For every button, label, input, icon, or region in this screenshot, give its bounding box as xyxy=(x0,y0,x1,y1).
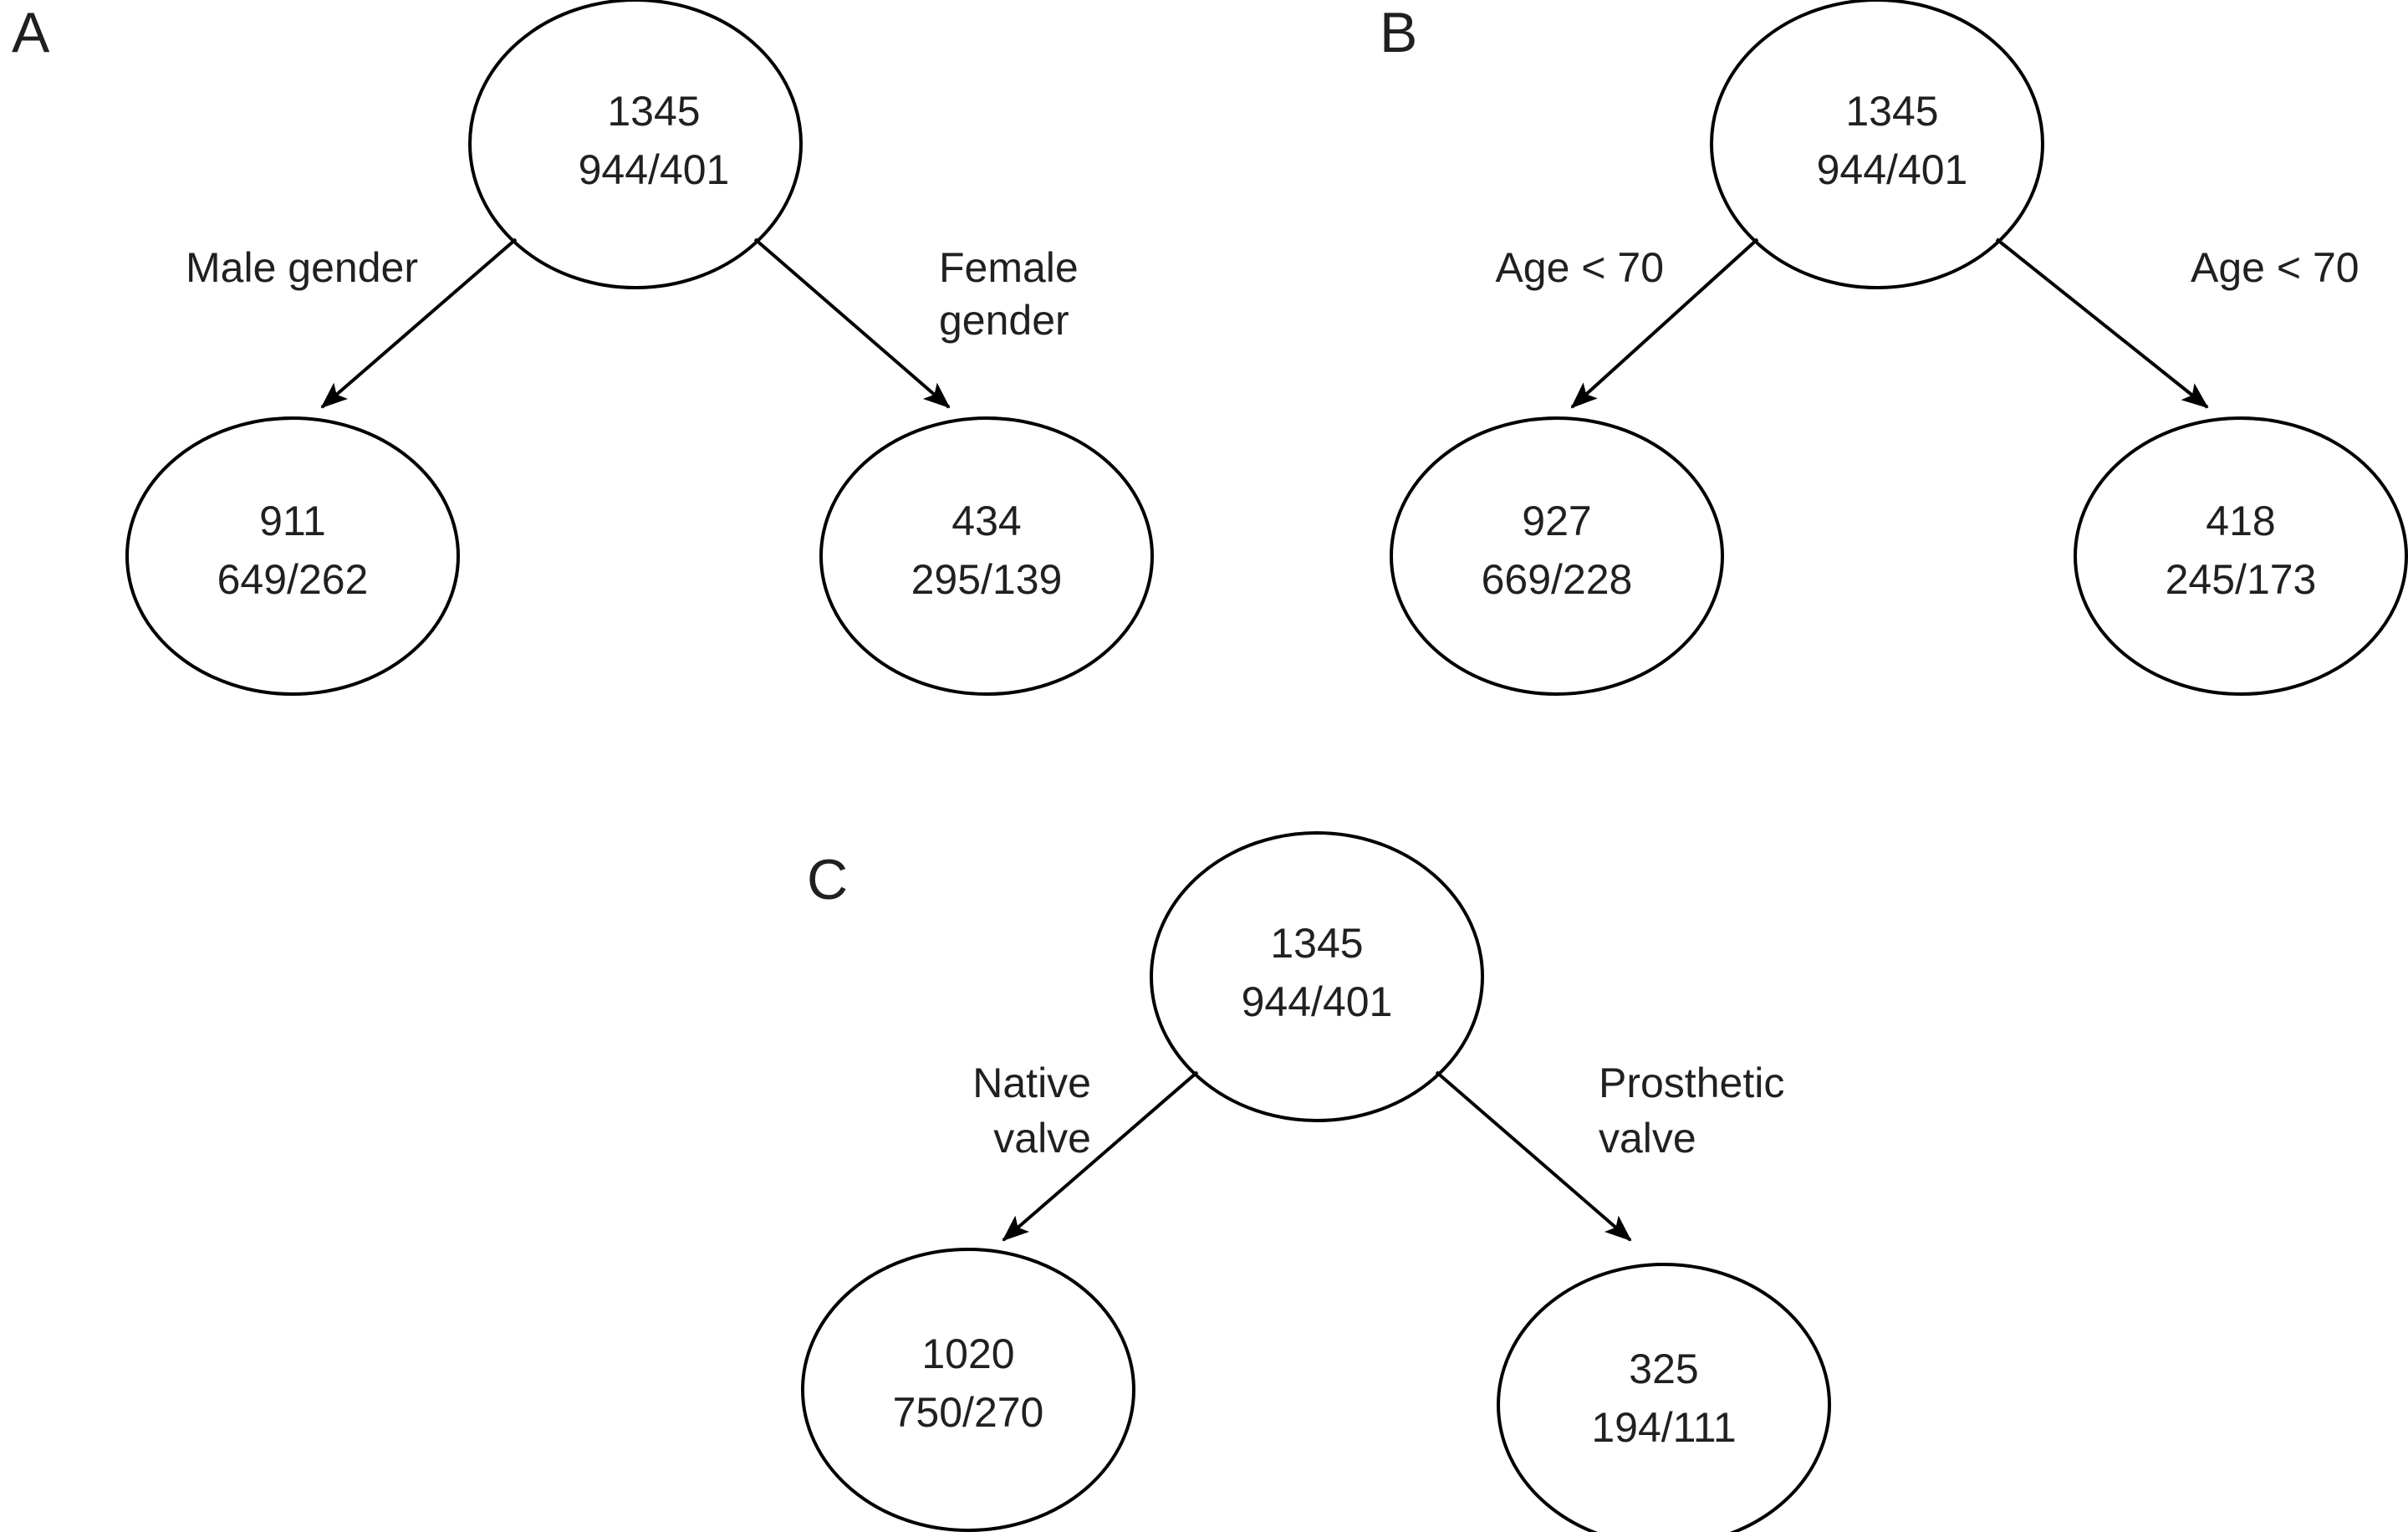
panel-c-right-edge-label-line2: valve xyxy=(1599,1115,1696,1162)
panel-b-root-node[interactable]: 1345 944/401 xyxy=(1710,0,2044,289)
node-ellipse xyxy=(819,416,1154,696)
panel-a-right-edge xyxy=(753,237,951,409)
panel-c-left-child-node[interactable]: 1020 750/270 xyxy=(801,1248,1135,1532)
node-split: 669/228 xyxy=(1482,556,1633,603)
panel-b-left-edge xyxy=(1570,237,1759,409)
panel-letter-c: C xyxy=(807,848,848,912)
node-ellipse xyxy=(468,0,803,289)
panel-letter-b: B xyxy=(1380,1,1417,64)
node-ellipse xyxy=(801,1248,1135,1532)
node-ellipse xyxy=(1497,1263,1831,1532)
node-ellipse xyxy=(1390,416,1724,696)
panel-c: C 1345 944/401 Native valve Prosthetic v… xyxy=(801,831,1831,1532)
panel-c-left-edge xyxy=(1002,1070,1199,1242)
panel-c-right-edge-label-line1: Prosthetic xyxy=(1599,1060,1784,1106)
node-count: 325 xyxy=(1629,1346,1698,1392)
node-split: 245/173 xyxy=(2166,556,2317,603)
node-split: 295/139 xyxy=(911,556,1063,603)
node-count: 1345 xyxy=(607,88,700,135)
node-split: 194/111 xyxy=(1591,1404,1736,1451)
node-ellipse xyxy=(1710,0,2044,289)
panel-a-left-edge xyxy=(320,237,518,409)
panel-c-left-edge-label-line2: valve xyxy=(993,1115,1091,1162)
node-count: 927 xyxy=(1522,498,1591,544)
node-split: 944/401 xyxy=(579,146,730,193)
node-ellipse xyxy=(125,416,460,696)
panel-c-right-edge xyxy=(1435,1070,1632,1242)
panel-a: A 1345 944/401 Male gender Female gender… xyxy=(12,0,1154,696)
panel-b-right-edge-label: Age < 70 xyxy=(2191,244,2360,291)
node-split: 649/262 xyxy=(217,556,369,603)
node-count: 418 xyxy=(2206,498,2275,544)
node-count: 911 xyxy=(259,498,326,544)
panel-c-right-child-node[interactable]: 325 194/111 xyxy=(1497,1263,1831,1532)
panel-b-left-child-node[interactable]: 927 669/228 xyxy=(1390,416,1724,696)
node-ellipse xyxy=(1150,831,1484,1122)
node-ellipse xyxy=(2074,416,2408,696)
node-split: 750/270 xyxy=(893,1389,1044,1436)
panel-letter-a: A xyxy=(12,1,50,64)
panel-b: B 1345 944/401 Age < 70 Age < 70 927 669… xyxy=(1380,0,2408,696)
panel-a-right-child-node[interactable]: 434 295/139 xyxy=(819,416,1154,696)
panel-a-root-node[interactable]: 1345 944/401 xyxy=(468,0,803,289)
node-count: 434 xyxy=(951,498,1021,544)
panel-c-root-node[interactable]: 1345 944/401 xyxy=(1150,831,1484,1122)
node-split: 944/401 xyxy=(1817,146,1968,193)
panel-a-right-edge-label-line2: gender xyxy=(939,297,1069,344)
panel-c-left-edge-label-line1: Native xyxy=(972,1060,1091,1106)
node-count: 1345 xyxy=(1270,920,1363,967)
panel-b-left-edge-label: Age < 70 xyxy=(1495,244,1664,291)
panel-b-right-child-node[interactable]: 418 245/173 xyxy=(2074,416,2408,696)
panel-b-right-edge xyxy=(1995,237,2209,409)
panel-a-right-edge-label-line1: Female xyxy=(939,244,1079,291)
node-count: 1020 xyxy=(921,1330,1014,1377)
node-split: 944/401 xyxy=(1242,978,1393,1025)
panel-a-left-edge-label: Male gender xyxy=(186,244,418,291)
panel-a-left-child-node[interactable]: 911 649/262 xyxy=(125,416,460,696)
node-count: 1345 xyxy=(1845,88,1938,135)
